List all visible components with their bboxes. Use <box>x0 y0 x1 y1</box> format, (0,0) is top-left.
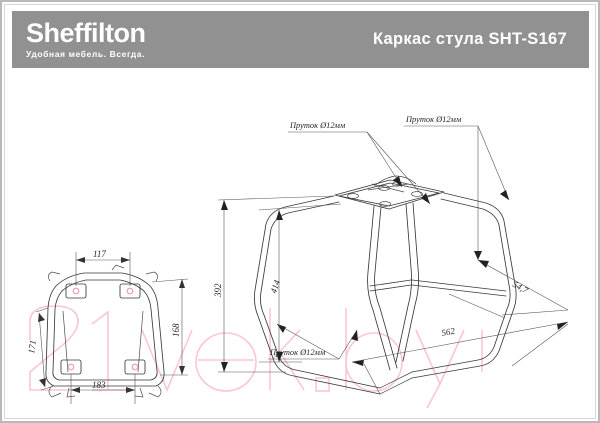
brand-tagline: Удобная мебель. Всегда. <box>26 49 146 60</box>
dimension-overall-height: 392 <box>213 195 335 373</box>
dimension-top-width: 117 <box>75 249 131 286</box>
dimension-left-side: 171 <box>26 307 55 391</box>
iso-view-drawing: Пруток Ø12мм Пруток Ø12мм <box>213 115 569 395</box>
dim-value-392: 392 <box>213 283 223 298</box>
brand-logo: Sheffilton Удобная мебель. Всегда. <box>12 18 146 60</box>
dimension-base-length: 562 <box>351 321 569 395</box>
callout-bottom-label: Пруток Ø12мм <box>269 348 326 357</box>
top-view-drawing: 117 171 168 <box>26 249 189 404</box>
dim-value-171: 171 <box>26 339 38 354</box>
dimension-angle-depth: 54,7 <box>448 259 569 319</box>
dim-value-414: 414 <box>268 278 282 294</box>
page-title: Каркас стула SHT-S167 <box>372 30 567 48</box>
header-banner: Sheffilton Удобная мебель. Всегда. Карка… <box>12 11 589 68</box>
callout-right-label: Пруток Ø12мм <box>405 115 462 124</box>
callout-right: Пруток Ø12мм <box>404 115 510 260</box>
dim-value-562: 562 <box>441 326 457 338</box>
dim-value-168: 168 <box>171 323 181 337</box>
callout-left: Пруток Ø12мм <box>288 121 431 205</box>
dimension-seat-height: 414 <box>258 203 342 363</box>
dimension-right-depth: 168 <box>151 278 189 376</box>
brand-name: Sheffilton <box>26 18 146 49</box>
dimension-bottom-width: 183 <box>70 374 136 404</box>
watermark <box>29 305 483 408</box>
dim-value-117: 117 <box>93 249 106 259</box>
page-frame-inner <box>4 4 596 419</box>
drawing-canvas: 117 171 168 <box>12 72 589 408</box>
callout-left-label: Пруток Ø12мм <box>289 121 346 130</box>
dim-value-183: 183 <box>92 380 106 390</box>
dim-value-547: 54,7 <box>511 279 530 296</box>
